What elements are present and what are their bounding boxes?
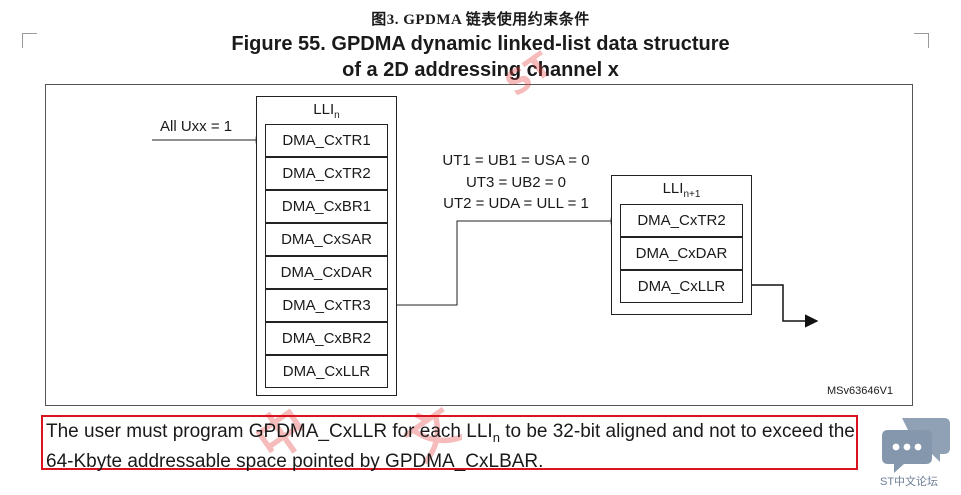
input-condition-label: All Uxx = 1 <box>160 118 233 135</box>
lli-n1-header: LLIn+1 <box>612 180 751 200</box>
lli-n-label: LLI <box>313 101 335 118</box>
lli-n1-block: LLIn+1 DMA_CxTR2 DMA_CxDAR DMA_CxLLR <box>611 175 752 315</box>
lli-n-register: DMA_CxTR1 <box>265 124 388 157</box>
chat-bubble-icon[interactable] <box>880 412 952 484</box>
tr3-to-lli-n1-arrow <box>389 217 618 306</box>
note-text-after: to be 32-bit aligned and not to exceed t… <box>46 421 855 472</box>
forum-label[interactable]: ST中文论坛 <box>880 476 939 488</box>
chinese-figure-caption: 图3. GPDMA 链表使用约束条件 <box>371 12 590 28</box>
lli-n1-subscript: n+1 <box>683 189 701 200</box>
note-highlight-box <box>41 415 858 470</box>
lli-n-block: LLIn DMA_CxTR1 DMA_CxTR2 DMA_CxBR1 DMA_C… <box>256 96 397 396</box>
lli-n1-register: DMA_CxTR2 <box>620 204 743 237</box>
lli-n-register: DMA_CxBR1 <box>265 190 388 223</box>
condition-line-2: UT3 = UB2 = 0 <box>465 174 567 191</box>
corner-bracket-right <box>914 33 929 48</box>
lli-n1-label: LLI <box>662 180 684 197</box>
lli-n-register: DMA_CxDAR <box>265 256 388 289</box>
note-text: The user must program GPDMA_CxLLR for ea… <box>46 420 856 474</box>
figure-id: MSv63646V1 <box>827 385 894 397</box>
condition-line-1: UT1 = UB1 = USA = 0 <box>442 152 590 169</box>
note-subscript: n <box>492 429 500 445</box>
lli-n-register: DMA_CxTR2 <box>265 157 388 190</box>
lli-n-register: DMA_CxSAR <box>265 223 388 256</box>
lli-n1-register: DMA_CxDAR <box>620 237 743 270</box>
lli-n-header: LLIn <box>257 101 396 121</box>
llr-output-arrow <box>743 284 819 328</box>
diagram-frame <box>45 84 913 406</box>
lli-n-register: DMA_CxLLR <box>265 355 388 388</box>
lli-n-subscript: n <box>334 110 340 121</box>
lli-n-register: DMA_CxBR2 <box>265 322 388 355</box>
condition-line-3: UT2 = UDA = ULL = 1 <box>443 195 589 212</box>
figure-title-line1: Figure 55. GPDMA dynamic linked-list dat… <box>231 33 730 55</box>
figure-title-line2: of a 2D addressing channel x <box>342 59 619 81</box>
lli-n1-register: DMA_CxLLR <box>620 270 743 303</box>
corner-bracket-left <box>22 33 37 48</box>
note-text-before: The user must program GPDMA_CxLLR for ea… <box>46 421 493 442</box>
lli-n-register: DMA_CxTR3 <box>265 289 388 322</box>
